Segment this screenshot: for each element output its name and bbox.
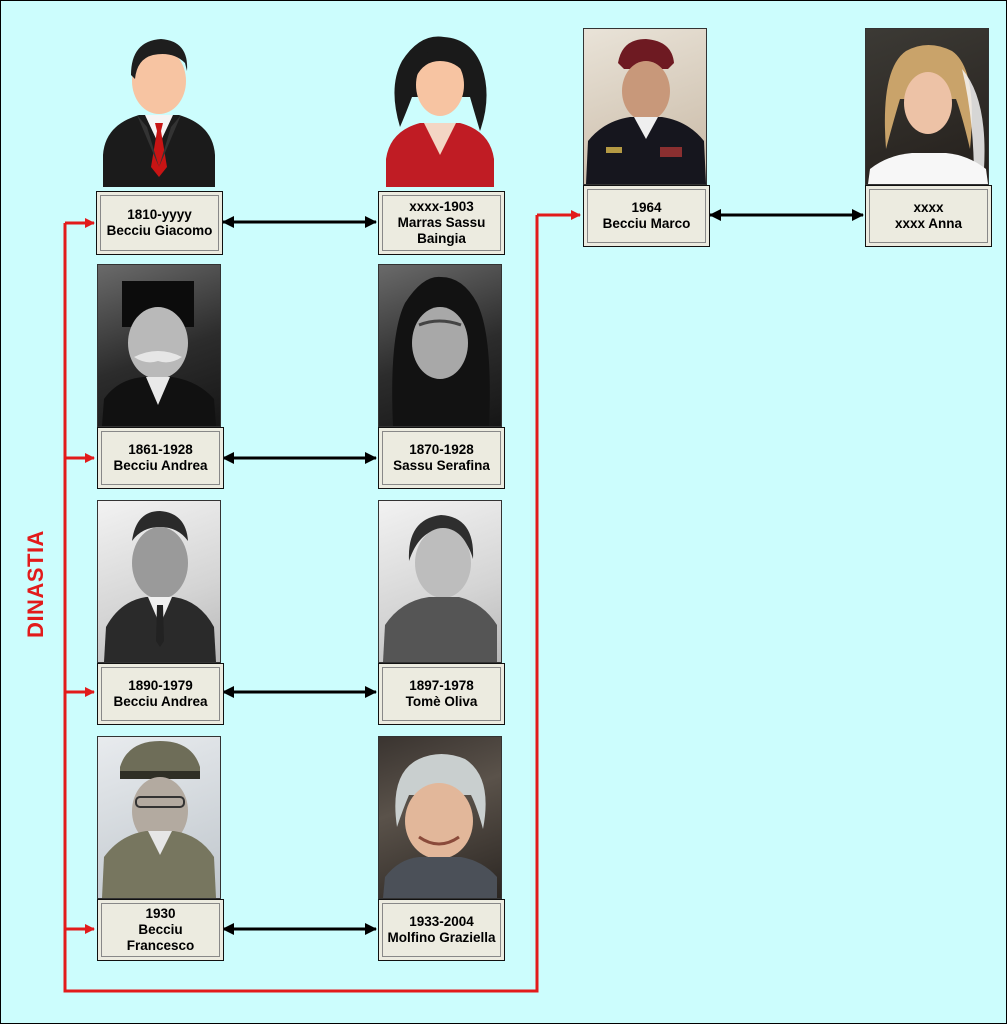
portrait-photo bbox=[378, 264, 502, 427]
portrait-photo bbox=[97, 736, 221, 899]
person-card: 1964 Becciu Marco bbox=[583, 185, 710, 247]
person-name: Becciu Andrea bbox=[113, 694, 208, 709]
portrait-photo bbox=[378, 500, 502, 663]
person-years: 1861-1928 bbox=[128, 442, 193, 457]
person-card: 1810-yyyy Becciu Giacomo bbox=[96, 191, 223, 255]
portrait-photo bbox=[378, 736, 502, 899]
person-years: xxxx-1903 bbox=[409, 199, 474, 214]
person-card: 1870-1928 Sassu Serafina bbox=[378, 427, 505, 489]
person-years: 1890-1979 bbox=[128, 678, 193, 693]
portrait-photo bbox=[97, 500, 221, 663]
portrait-photo bbox=[583, 28, 707, 185]
person-card: xxxx xxxx Anna bbox=[865, 185, 992, 247]
person-card: 1890-1979 Becciu Andrea bbox=[97, 663, 224, 725]
lineage-trunk-line bbox=[63, 215, 539, 993]
person-name: Becciu Giacomo bbox=[106, 223, 213, 238]
person-years: 1933-2004 bbox=[409, 914, 474, 929]
person-years: 1897-1978 bbox=[409, 678, 474, 693]
person-name: Tomè Oliva bbox=[405, 694, 478, 709]
female-avatar-icon bbox=[378, 27, 502, 187]
person-card: 1930 Becciu Francesco bbox=[97, 899, 224, 961]
person-name-line2: Francesco bbox=[126, 938, 195, 953]
person-years: xxxx bbox=[913, 200, 944, 215]
dinastia-title: DINASTIA bbox=[23, 530, 48, 638]
person-card: 1897-1978 Tomè Oliva bbox=[378, 663, 505, 725]
person-card: xxxx-1903 Marras Sassu Baingia bbox=[378, 191, 505, 255]
person-card: 1861-1928 Becciu Andrea bbox=[97, 427, 224, 489]
male-avatar-icon bbox=[97, 27, 221, 187]
person-name-line1: Becciu bbox=[138, 922, 183, 937]
person-name: xxxx Anna bbox=[894, 216, 963, 231]
person-name: Becciu Andrea bbox=[113, 458, 208, 473]
person-name-line1: Marras Sassu bbox=[397, 215, 486, 230]
person-years: 1810-yyyy bbox=[127, 207, 192, 222]
person-name-line2: Baingia bbox=[417, 231, 466, 246]
person-years: 1964 bbox=[631, 200, 662, 215]
person-name: Sassu Serafina bbox=[393, 458, 490, 473]
person-name: Becciu Marco bbox=[602, 216, 691, 231]
portrait-photo bbox=[865, 28, 989, 185]
portrait-photo bbox=[97, 264, 221, 427]
person-card: 1933-2004 Molfino Graziella bbox=[378, 899, 505, 961]
person-years: 1930 bbox=[145, 906, 176, 921]
person-name: Molfino Graziella bbox=[387, 930, 496, 945]
person-years: 1870-1928 bbox=[409, 442, 474, 457]
